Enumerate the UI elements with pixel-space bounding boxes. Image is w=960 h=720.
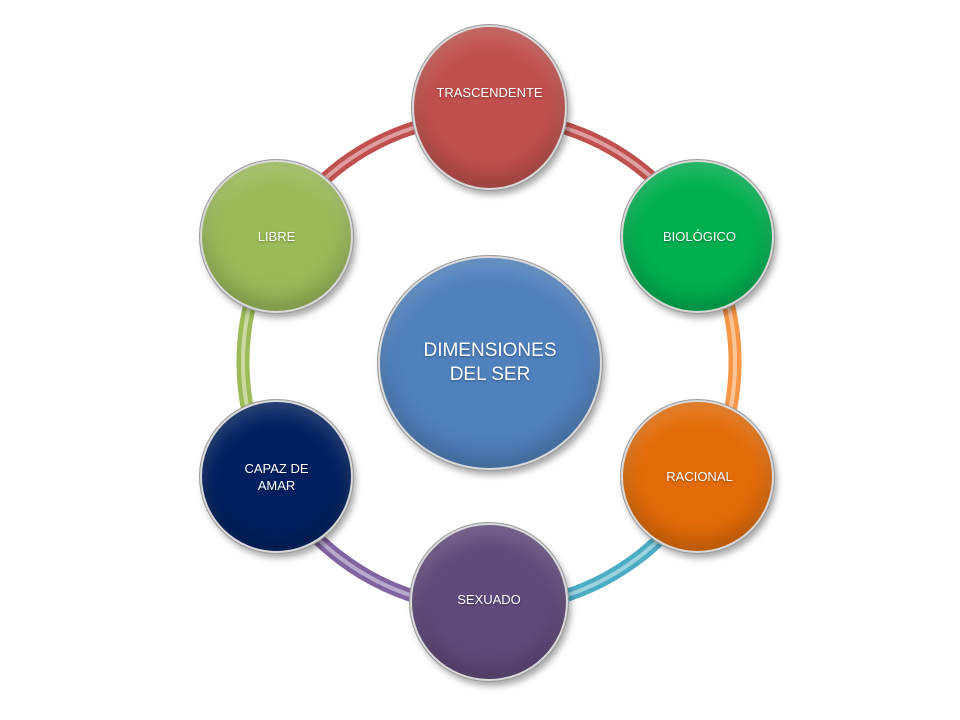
node-sexuado: SEXUADO	[410, 523, 568, 681]
node-label: CAPAZ DE AMAR	[244, 460, 309, 493]
node-label: RACIONAL	[666, 469, 733, 484]
node-label: LIBRE	[257, 229, 296, 244]
center-circle: DIMENSIONES DEL SER	[378, 256, 602, 470]
node-libre: LIBRE	[200, 160, 353, 313]
node-label: BIOLÓGICO	[663, 229, 736, 244]
node-racional: RACIONAL	[621, 400, 774, 553]
node-label: SEXUADO	[457, 591, 521, 607]
node-biologico: BIOLÓGICO	[621, 160, 774, 313]
node-capaz-de-amar: CAPAZ DE AMAR	[200, 400, 353, 553]
node-label: TRASCENDENTE	[436, 85, 543, 100]
node-trascendente: TRASCENDENTE	[412, 25, 567, 190]
center-label: DIMENSIONES DEL SER	[423, 340, 557, 385]
